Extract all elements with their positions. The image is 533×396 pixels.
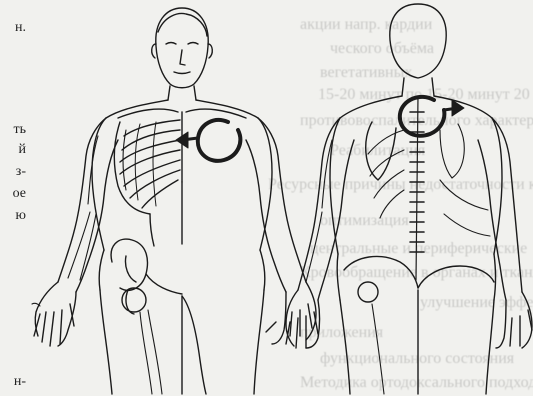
spine [410, 96, 424, 280]
upper-back-circular-arrow [400, 97, 464, 136]
right-hand [32, 282, 76, 346]
anterior-body-figure [32, 8, 316, 394]
pelvis [111, 239, 182, 314]
rib-cage [114, 120, 180, 214]
back-right-hand [496, 292, 532, 348]
heart-region-circular-arrow [176, 120, 240, 161]
left-hand [266, 282, 316, 344]
posterior-body-figure [286, 4, 532, 394]
